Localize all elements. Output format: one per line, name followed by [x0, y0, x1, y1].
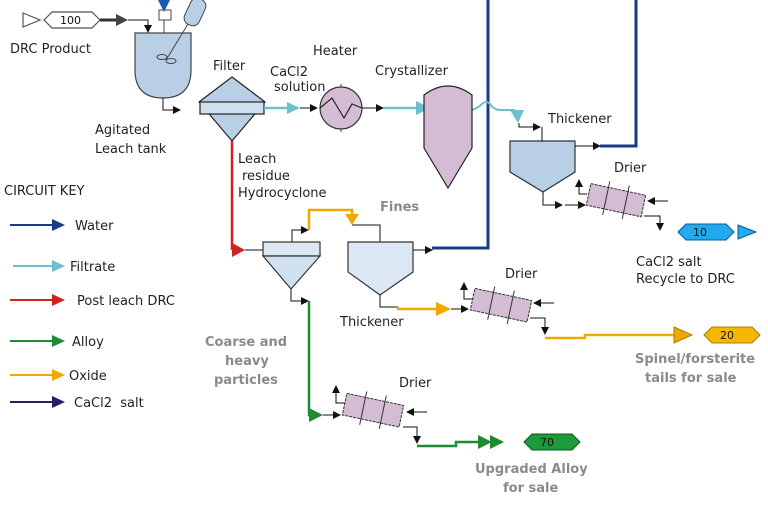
cacl2-recycle-label-1: CaCl2 salt	[636, 255, 702, 270]
drier-2	[460, 282, 554, 335]
fines-oxide-stream	[307, 208, 381, 242]
cacl2-salt-arrow-icon	[52, 396, 65, 408]
key-item-alloy: Alloy	[10, 335, 104, 350]
key-item-oxide: Oxide	[10, 369, 107, 384]
key-item-water: Water	[10, 219, 114, 234]
drier-1-label: Drier	[614, 161, 647, 176]
circuit-key-title: CIRCUIT KEY	[4, 184, 85, 199]
thickener-2-label: Thickener	[339, 315, 404, 330]
tails-label-1: Spinel/forsterite	[635, 352, 755, 367]
thickener-1-label: Thickener	[547, 112, 612, 127]
crystallizer	[423, 85, 473, 190]
cacl2-solution-label-1: CaCl2	[270, 65, 308, 80]
drier-3-label: Drier	[399, 376, 432, 391]
coarse-label-2: heavy	[225, 354, 269, 369]
fines-label: Fines	[380, 200, 419, 215]
tails-stream: 20	[545, 326, 761, 344]
post-leach-arrow-icon	[52, 294, 65, 306]
thickener-2	[347, 241, 433, 308]
key-label-alloy: Alloy	[72, 335, 104, 350]
filter-label: Filter	[213, 59, 246, 74]
alloy-stream	[307, 301, 341, 422]
hydrocyclone-label-2: residue	[242, 169, 290, 184]
water-arrow-icon	[52, 219, 65, 231]
reagent-valve-icon	[158, 0, 170, 12]
key-item-post-leach: Post leach DRC	[10, 294, 175, 309]
hydrocyclone-label-1: Leach	[238, 152, 276, 167]
filtrate-stream	[264, 101, 541, 131]
key-label-oxide: Oxide	[69, 369, 107, 384]
heater-label: Heater	[313, 44, 358, 59]
stream-10-number: 10	[693, 226, 707, 239]
drier-2-label: Drier	[505, 267, 538, 282]
agitator-motor-icon	[183, 0, 207, 27]
cacl2-recycle-label-2: Recycle to DRC	[636, 272, 735, 287]
cacl2-recycle-stream-tag: 10	[677, 223, 758, 241]
agitated-leach-tank	[134, 0, 207, 114]
thickener-1	[509, 127, 601, 209]
filter	[198, 76, 266, 142]
filtrate-arrow-icon	[52, 260, 65, 272]
key-item-filtrate: Filtrate	[13, 260, 115, 275]
water-stream	[432, 0, 638, 250]
coarse-label-1: Coarse and	[205, 335, 287, 350]
key-label-filtrate: Filtrate	[70, 260, 115, 275]
feed-stream-tag: 100	[22, 11, 152, 33]
recycle-arrow-icon	[737, 224, 758, 240]
oxide-stream	[396, 302, 469, 316]
alloy-product-stream: 70	[417, 433, 581, 451]
drier-3	[332, 385, 427, 444]
key-label-post-leach: Post leach DRC	[77, 294, 175, 309]
circuit-key: CIRCUIT KEY Water Filtrate Post leach DR…	[4, 184, 175, 411]
hydrocyclone	[261, 226, 322, 305]
feed-label: DRC Product	[10, 42, 91, 57]
alloy-arrow-icon	[52, 335, 65, 347]
key-item-cacl2-salt: CaCl2 salt	[10, 396, 144, 411]
feed-stream-number: 100	[60, 14, 81, 27]
alloy-label-2: for sale	[503, 481, 558, 496]
leach-tank-label-2: Leach tank	[95, 142, 167, 157]
stream-20-number: 20	[720, 329, 734, 342]
key-label-cacl2-salt: CaCl2 salt	[74, 396, 144, 411]
oxide-arrow-icon	[52, 369, 65, 381]
coarse-label-3: particles	[214, 373, 278, 388]
drier-1	[565, 179, 668, 231]
crystallizer-label: Crystallizer	[375, 64, 449, 79]
key-label-water: Water	[75, 219, 114, 234]
leach-tank-label-1: Agitated	[95, 123, 150, 138]
tails-label-2: tails for sale	[645, 371, 737, 386]
heater	[319, 84, 363, 132]
hydrocyclone-label-3: Hydrocyclone	[238, 186, 327, 201]
stream-70-number: 70	[540, 436, 554, 449]
alloy-label-1: Upgraded Alloy	[475, 462, 588, 477]
cacl2-solution-label-2: solution	[274, 80, 325, 95]
feed-arrow-icon	[22, 12, 42, 28]
